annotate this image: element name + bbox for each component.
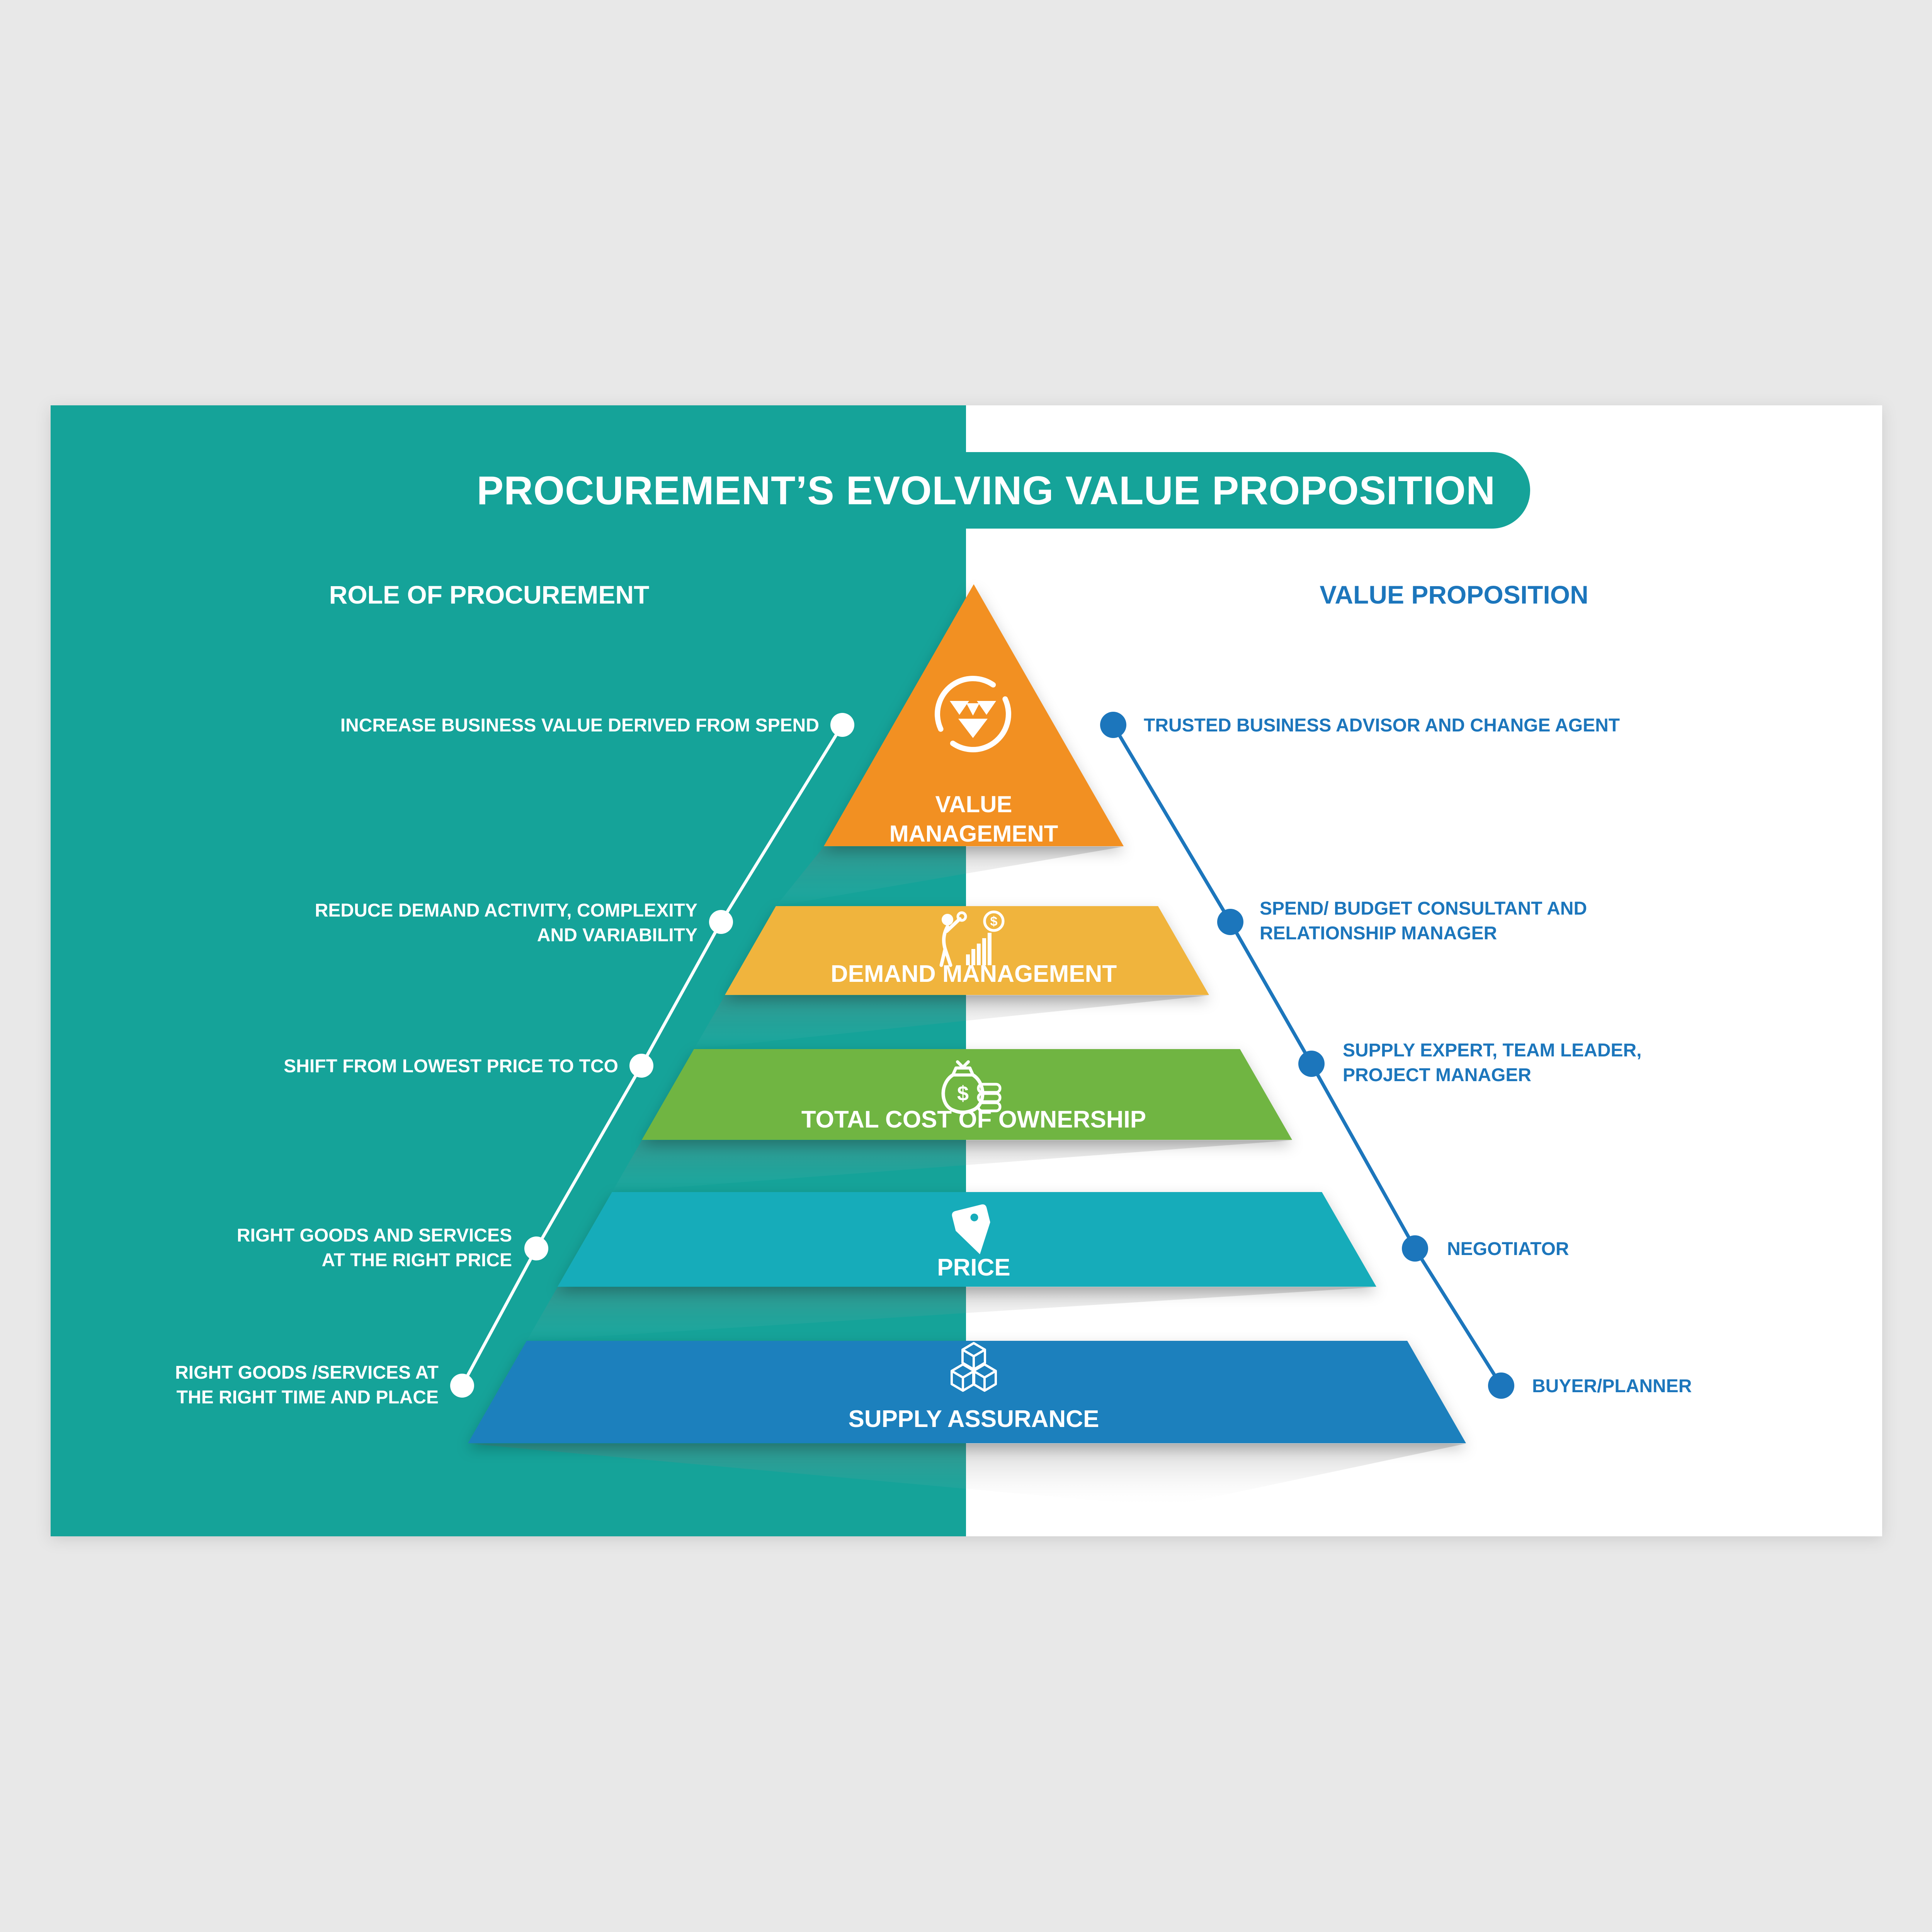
role-label-line: RIGHT GOODS /SERVICES AT <box>175 1362 439 1383</box>
right-column-header: VALUE PROPOSITION <box>1320 580 1588 609</box>
role-label-line: REDUCE DEMAND ACTIVITY, COMPLEXITY <box>315 900 697 921</box>
value-label-line: TRUSTED BUSINESS ADVISOR AND CHANGE AGEN… <box>1144 715 1620 736</box>
left-column-header: ROLE OF PROCUREMENT <box>329 580 650 609</box>
svg-text:$: $ <box>990 914 998 929</box>
connector-dot <box>709 910 733 934</box>
pyramid-level-total-cost-of-ownership <box>642 1049 1292 1140</box>
price-tag-icon <box>952 1204 990 1255</box>
role-label-line: AND VARIABILITY <box>537 925 697 946</box>
pyramid-level-demand-management <box>725 906 1209 995</box>
fold-shadow <box>694 995 1209 1049</box>
value-label-line: RELATIONSHIP MANAGER <box>1260 923 1497 944</box>
connector-dot <box>1100 712 1126 738</box>
fold-shadow <box>776 847 1124 906</box>
connector-dot <box>830 713 854 737</box>
fold-shadow <box>612 1140 1292 1192</box>
band-label-line: SUPPLY ASSURANCE <box>849 1406 1099 1432</box>
value-label-line: BUYER/PLANNER <box>1532 1376 1692 1396</box>
fold-shadow <box>468 1444 1466 1507</box>
connector-dot <box>450 1374 474 1398</box>
value-proposition-labels: TRUSTED BUSINESS ADVISOR AND CHANGE AGEN… <box>1144 715 1692 1396</box>
connector-dot <box>629 1054 653 1078</box>
value-label-line: SUPPLY EXPERT, TEAM LEADER, <box>1343 1040 1642 1061</box>
connector-dot <box>524 1236 548 1260</box>
value-label-line: PROJECT MANAGER <box>1343 1065 1531 1085</box>
band-label-line: MANAGEMENT <box>889 821 1058 847</box>
demand-growth-icon: $ <box>939 910 1005 967</box>
connector-dot <box>1298 1051 1325 1077</box>
band-label-line: TOTAL COST OF OWNERSHIP <box>801 1106 1146 1133</box>
svg-text:$: $ <box>957 1082 969 1105</box>
pyramid-level-value-management <box>824 584 1124 846</box>
role-label-line: INCREASE BUSINESS VALUE DERIVED FROM SPE… <box>340 715 819 736</box>
supply-cubes-icon <box>951 1342 997 1392</box>
connector-dot <box>1488 1372 1514 1399</box>
connector-dot <box>1217 909 1243 935</box>
money-bag-icon: $ <box>941 1060 1002 1114</box>
fold-shadows <box>468 847 1466 1507</box>
band-label-line: VALUE <box>935 791 1012 817</box>
value-gem-icon <box>935 676 1011 752</box>
role-label-line: THE RIGHT TIME AND PLACE <box>177 1387 439 1408</box>
connector-dot <box>1402 1235 1428 1262</box>
pyramid <box>468 584 1466 1443</box>
right-connector <box>1100 712 1514 1399</box>
role-label-line: AT THE RIGHT PRICE <box>322 1250 512 1270</box>
role-labels: INCREASE BUSINESS VALUE DERIVED FROM SPE… <box>175 715 819 1408</box>
band-labels: VALUE MANAGEMENT DEMAND MANAGEMENT TOTAL… <box>801 791 1146 1432</box>
pyramid-level-supply-assurance <box>468 1341 1466 1443</box>
left-connector <box>450 713 854 1398</box>
value-label-line: NEGOTIATOR <box>1447 1239 1569 1259</box>
title-bar <box>442 452 1530 529</box>
band-label-line: PRICE <box>937 1254 1010 1281</box>
page-title: PROCUREMENT’S EVOLVING VALUE PROPOSITION <box>477 468 1495 513</box>
fold-shadow <box>527 1287 1376 1341</box>
band-label-line: DEMAND MANAGEMENT <box>831 961 1117 987</box>
value-label-line: SPEND/ BUDGET CONSULTANT AND <box>1260 898 1587 919</box>
role-label-line: SHIFT FROM LOWEST PRICE TO TCO <box>284 1056 618 1077</box>
role-label-line: RIGHT GOODS AND SERVICES <box>237 1225 512 1246</box>
